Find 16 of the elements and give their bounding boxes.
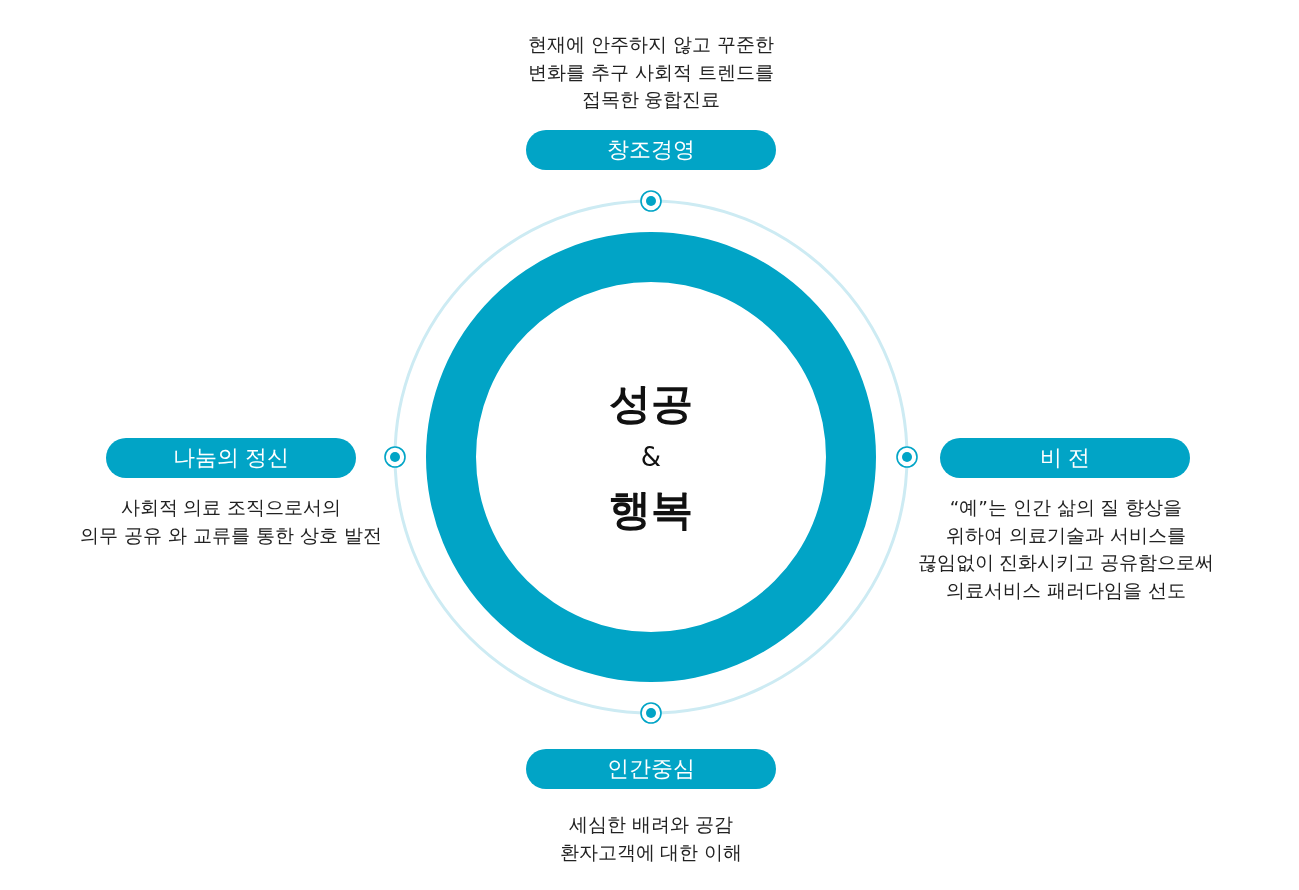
category-title: 나눔의 정신 [172, 445, 290, 471]
category-title: 비 전 [1039, 445, 1091, 471]
category-pill [106, 438, 356, 478]
headline-text: 행복 [609, 485, 693, 535]
description-text: 사회적 의료 조직으로서의 의무 공유 와 교류를 통한 상호 발전 [80, 496, 382, 548]
donut-ring [426, 232, 876, 682]
category-pill [940, 438, 1190, 478]
description-text: 현재에 안주하지 않고 꾸준한 변화를 추구 사회적 트렌드를 접목한 융합진료 [528, 33, 774, 112]
ampersand-text: & [640, 441, 662, 474]
category-title: 인간중심 [607, 756, 695, 782]
category-pill [526, 130, 776, 170]
headline-text: 성공 [609, 379, 693, 429]
description-text: “예”는 인간 삶의 질 향상을 위하여 의료기술과 서비스를 끊임없이 진화시키고 공유함으로써 의료서비스 패러다임을 선도 [917, 496, 1215, 603]
category-title: 창조경영 [607, 137, 695, 163]
category-pill [526, 749, 776, 789]
description-text: 세심한 배려와 공감 환자고객에 대한 이해 [559, 813, 743, 865]
